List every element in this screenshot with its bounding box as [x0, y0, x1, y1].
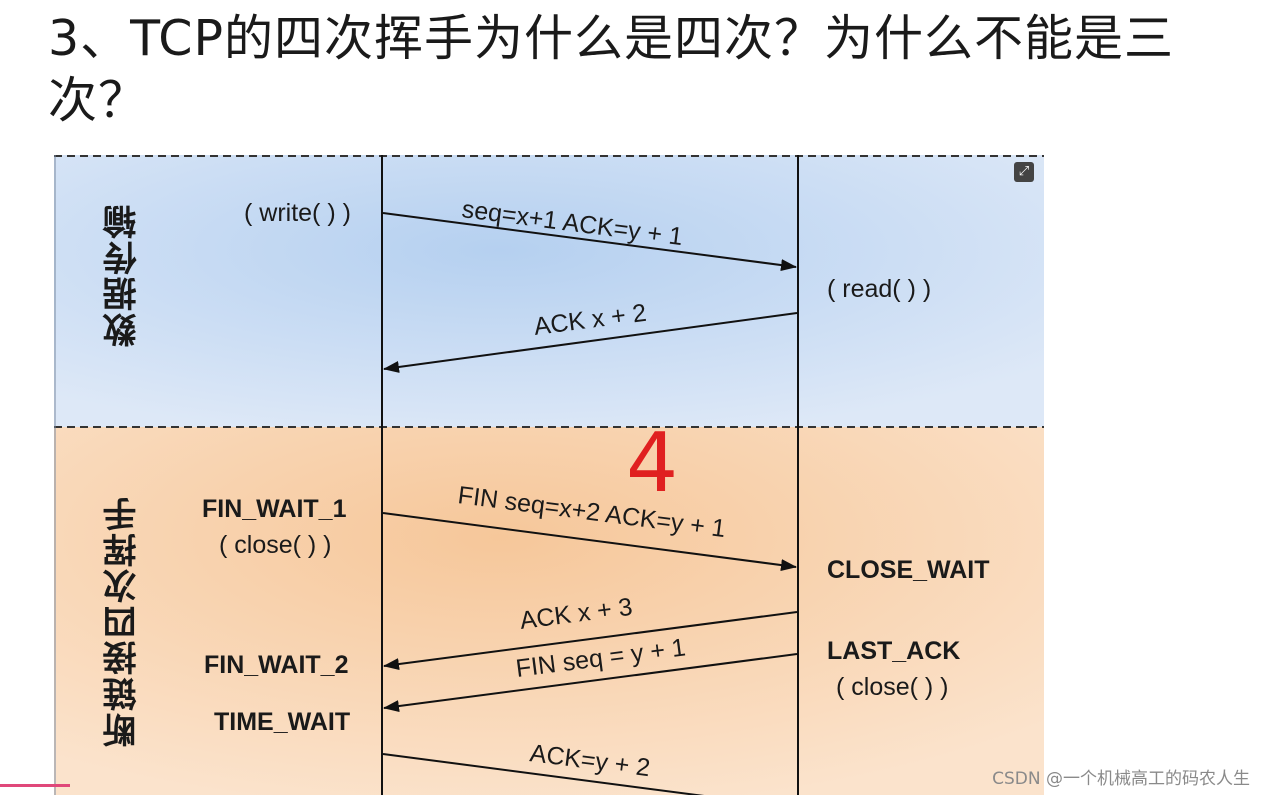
section-label-data-transfer: 数据传输: [103, 203, 143, 347]
state-close-wait: CLOSE_WAIT: [827, 556, 990, 584]
section-label-four-way-close: 断链接四次挥手: [103, 495, 143, 747]
label-read: ( read( ) ): [827, 275, 932, 303]
progress-indicator: [0, 784, 70, 787]
label-close-server: ( close( ) ): [836, 673, 949, 701]
diagram-graphics: [54, 155, 1044, 795]
label-write: ( write( ) ): [244, 199, 351, 227]
state-last-ack: LAST_ACK: [827, 637, 961, 665]
expand-icon[interactable]: ⤢: [1014, 162, 1034, 182]
arrow-ack-x2: [383, 312, 798, 373]
arrow-seq-x1: [382, 212, 797, 272]
state-time-wait: TIME_WAIT: [214, 708, 351, 736]
arrow-fin-seq-y1: [383, 653, 798, 713]
handwritten-annotation: 4: [626, 416, 679, 511]
tcp-sequence-diagram: 数据传输 断链接四次挥手 ( write( ) ) FIN_WAIT_1 ( c…: [54, 155, 1044, 795]
label-close-client: ( close( ) ): [219, 531, 332, 559]
arrow-ack-x3: [383, 611, 798, 671]
four-way-close-band: [54, 427, 1044, 795]
arrow-ack-y2: [382, 753, 705, 795]
state-fin-wait-1: FIN_WAIT_1: [202, 495, 347, 523]
state-fin-wait-2: FIN_WAIT_2: [204, 651, 349, 679]
watermark: CSDN @一个机械高工的码农人生: [992, 769, 1250, 789]
slide-title: 3、TCP的四次挥手为什么是四次？为什么不能是三次？: [48, 10, 1174, 129]
data-transfer-band: [54, 155, 1044, 427]
arrow-fin-seq-x2: [382, 512, 797, 572]
